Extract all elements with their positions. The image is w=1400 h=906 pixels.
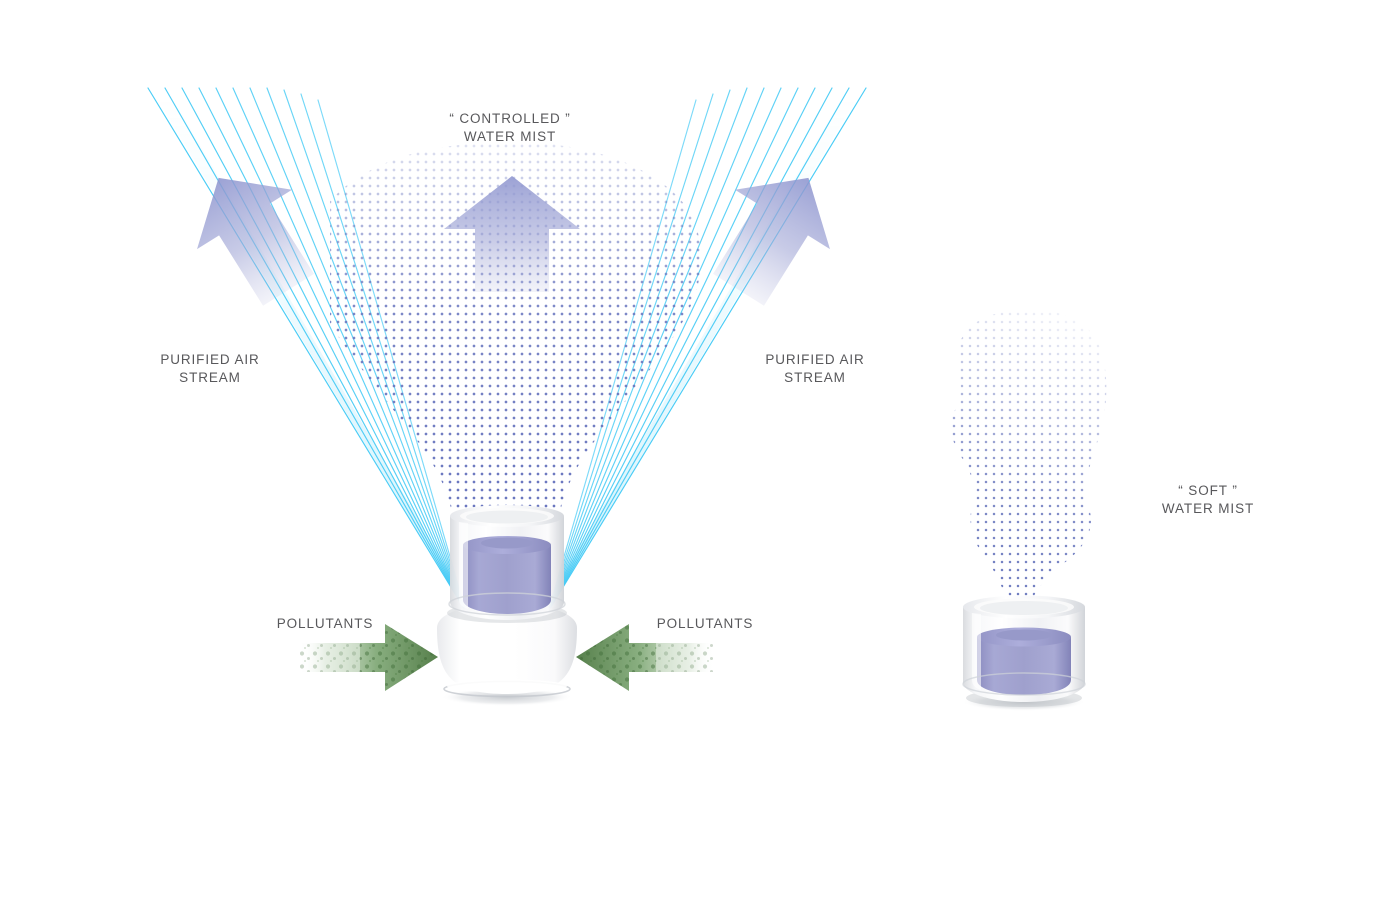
humidifier-device-left[interactable]	[447, 505, 567, 623]
mist-cloud-icon	[312, 142, 700, 512]
label-controlled-water-mist: “ CONTROLLED ” WATER MIST	[449, 111, 571, 144]
up-arrow-icon-right	[713, 177, 830, 306]
up-arrow-icon-left	[197, 177, 314, 306]
label-purified-air-stream-right: PURIFIED AIR STREAM	[765, 352, 865, 385]
mist-plume-icon-right	[951, 310, 1107, 600]
label-pollutants-left: POLLUTANTS	[276, 616, 374, 631]
label-soft-water-mist: “ SOFT ” WATER MIST	[1161, 483, 1255, 516]
label-pollutants-right: POLLUTANTS	[656, 616, 754, 631]
device-base-left	[437, 604, 577, 706]
humidifier-device-right[interactable]	[962, 595, 1086, 712]
label-purified-air-stream-left: PURIFIED AIR STREAM	[160, 352, 260, 385]
up-arrow-icon-center	[444, 176, 580, 292]
